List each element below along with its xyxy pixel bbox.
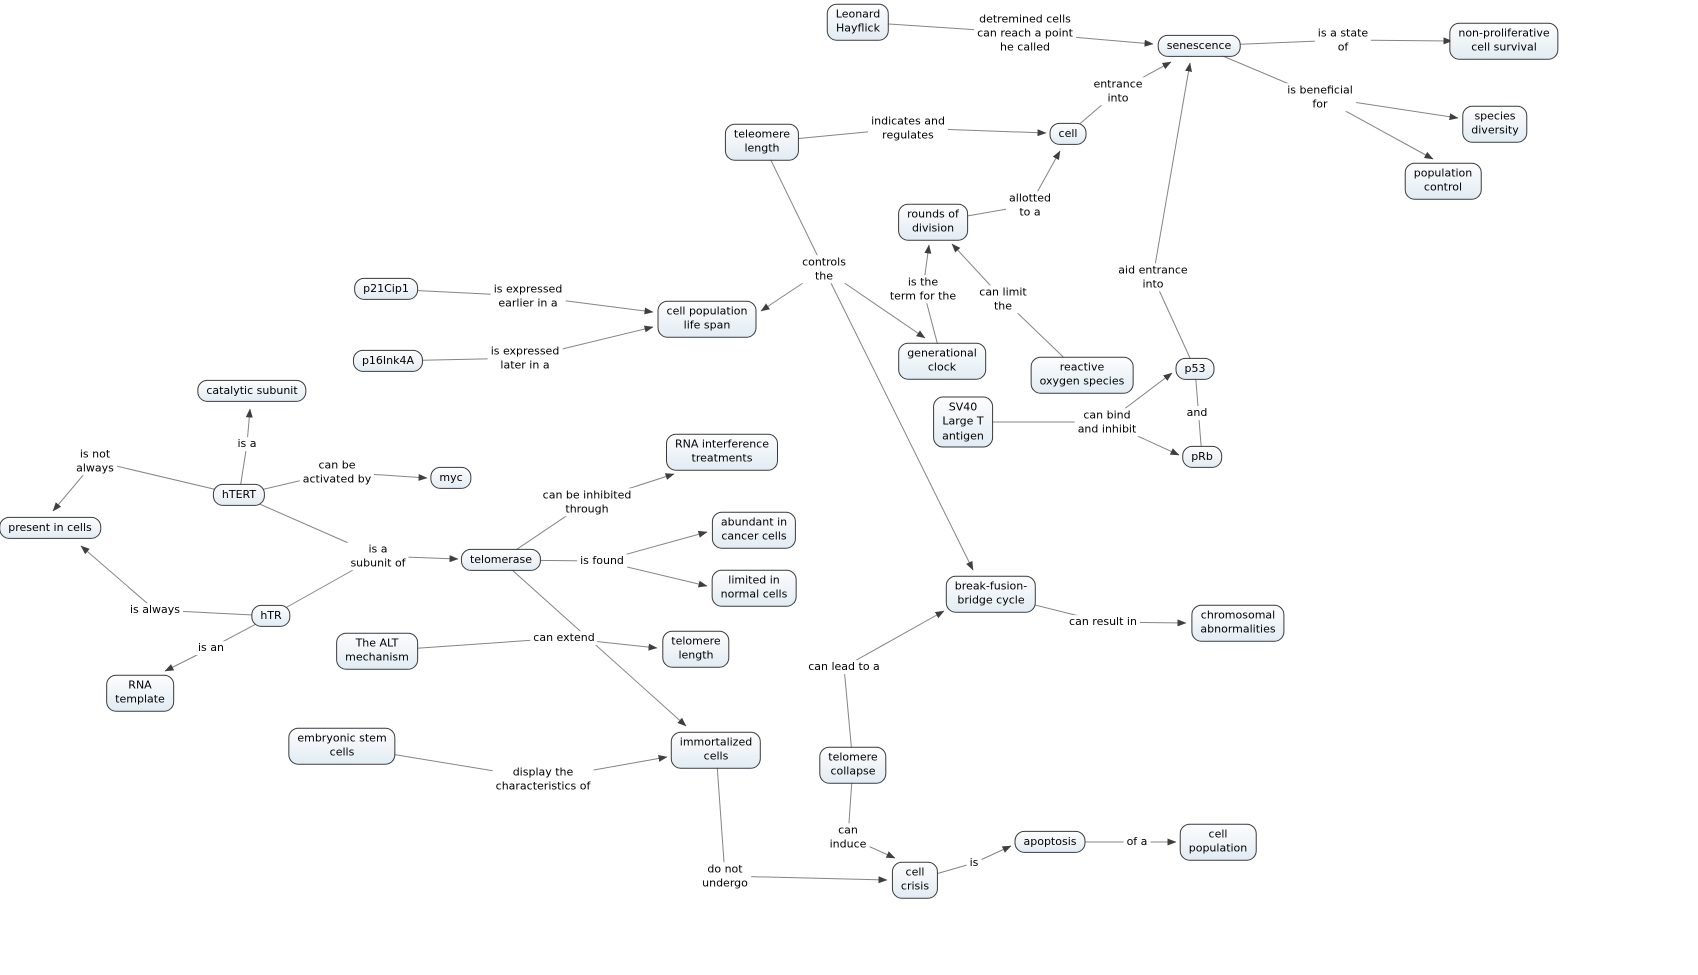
edge-lead-breakfusion [843,610,945,668]
edge-label-is-not-always[interactable]: is not always [73,447,117,475]
edge-label-can-be-activated-by[interactable]: can be activated by [299,458,375,486]
node-p16ink4a[interactable]: p16Ink4A [352,349,424,373]
node-htert[interactable]: hTERT [212,483,266,507]
edge-aid-senescence [1152,62,1193,278]
edge-undergo-cellcrisis [724,875,888,884]
node-telomere-length[interactable]: telomere length [662,630,730,668]
edge-label-is-the-term-for-the[interactable]: is the term for the [886,275,960,303]
edge-label-can-lead-to-a[interactable]: can lead to a [805,660,883,674]
node-rna-interference-treatments[interactable]: RNA interference treatments [666,433,778,471]
edge-label-indicates-and-regulates[interactable]: indicates and regulates [868,114,948,142]
edge-label-can-induce[interactable]: can induce [826,823,870,851]
edge-label-is-beneficial-for[interactable]: is beneficial for [1284,83,1356,111]
edge-label-is[interactable]: is [966,856,982,870]
node-reactive-oxygen-species[interactable]: reactive oxygen species [1030,356,1134,394]
node-p21cip1[interactable]: p21Cip1 [354,277,418,301]
edge-label-and[interactable]: and [1183,406,1211,420]
node-generational-clock[interactable]: generational clock [898,342,986,380]
edge-label-do-not-undergo[interactable]: do not undergo [699,862,751,890]
node-chromosomal-abnormalities[interactable]: chromosomal abnormalities [1191,604,1285,642]
node-catalytic-subunit[interactable]: catalytic subunit [197,379,307,403]
edge-label-is-found[interactable]: is found [577,554,627,568]
node-rna-template[interactable]: RNA template [106,674,174,712]
edge-label-can-be-inhibited-through[interactable]: can be inhibited through [539,488,635,516]
edge-label-aid-entrance-into[interactable]: aid entrance into [1115,263,1191,291]
node-population-control[interactable]: population control [1404,162,1482,200]
edge-label-is-a-subunit-of[interactable]: is a subunit of [347,542,409,570]
edge-label-entrance-into[interactable]: entrance into [1090,77,1146,105]
edge-label-can-extend[interactable]: can extend [530,631,598,645]
node-present-in-cells[interactable]: present in cells [0,516,101,540]
node-cell-population[interactable]: cell population [1179,823,1257,861]
node-telomere-collapse[interactable]: telomere collapse [819,746,887,784]
edge-label-can-limit-the[interactable]: can limit the [976,285,1030,313]
node-species-diversity[interactable]: species diversity [1462,105,1528,143]
node-cell-crisis[interactable]: cell crisis [891,861,939,899]
node-immortalized-cells[interactable]: immortalized cells [670,731,762,769]
edge-controls-break-fusion [823,268,974,571]
node-senescence[interactable]: senescence [1157,34,1241,58]
node-embryonic-stem-cells[interactable]: embryonic stem cells [288,727,396,765]
edge-label-is-an[interactable]: is an [195,641,227,655]
node-abundant-in-cancer-cells[interactable]: abundant in cancer cells [711,511,797,549]
node-myc[interactable]: myc [430,466,472,490]
edge-label-of-a[interactable]: of a [1123,835,1151,849]
edge-label-allotted-to-a[interactable]: allotted to a [1006,191,1054,219]
node-cell-population-life-span[interactable]: cell population life span [657,300,757,338]
node-leonard-hayflick[interactable]: Leonard Hayflick [826,3,890,41]
node-cell[interactable]: cell [1049,122,1087,146]
edge-label-is-expressed-later-in-a[interactable]: is expressed later in a [487,344,563,372]
node-sv40-large-t-antigen[interactable]: SV40 Large T antigen [933,396,993,448]
edge-label-is-expressed-earlier-in-a[interactable]: is expressed earlier in a [490,282,566,310]
edge-label-determined-cells[interactable]: detremined cells can reach a point he ca… [974,12,1076,54]
node-limited-in-normal-cells[interactable]: limited in normal cells [711,569,797,607]
edge-label-display-the-characteristics-of[interactable]: display the characteristics of [492,765,594,793]
node-teleomere-length[interactable]: teleomere length [724,123,800,161]
edge-always-present [80,545,156,611]
edge-label-is-a-state-of[interactable]: is a state of [1314,26,1372,54]
edge-label-can-bind-and-inhibit[interactable]: can bind and inhibit [1074,408,1140,436]
edge-label-is-always[interactable]: is always [126,603,184,617]
edge-label-is-a[interactable]: is a [234,437,260,451]
node-prb[interactable]: pRb [1182,445,1222,469]
node-rounds-of-division[interactable]: rounds of division [898,203,968,241]
edge-p53-aid-label [1152,276,1196,370]
edge-label-controls-the[interactable]: controls the [799,255,849,283]
node-apoptosis[interactable]: apoptosis [1014,830,1086,854]
node-htr[interactable]: hTR [251,604,291,628]
edge-teleomere-controls-label [761,141,825,270]
node-non-proliferative-cell-survival[interactable]: non-proliferative cell survival [1449,22,1559,60]
node-telomerase[interactable]: telomerase [460,548,542,572]
node-break-fusion-bridge-cycle[interactable]: break-fusion- bridge cycle [945,575,1037,613]
edge-label-can-result-in[interactable]: can result in [1066,615,1140,629]
edge-immortalized-undergo-label [715,749,726,877]
node-the-alt-mechanism[interactable]: The ALT mechanism [336,632,418,670]
node-p53[interactable]: p53 [1175,357,1215,381]
